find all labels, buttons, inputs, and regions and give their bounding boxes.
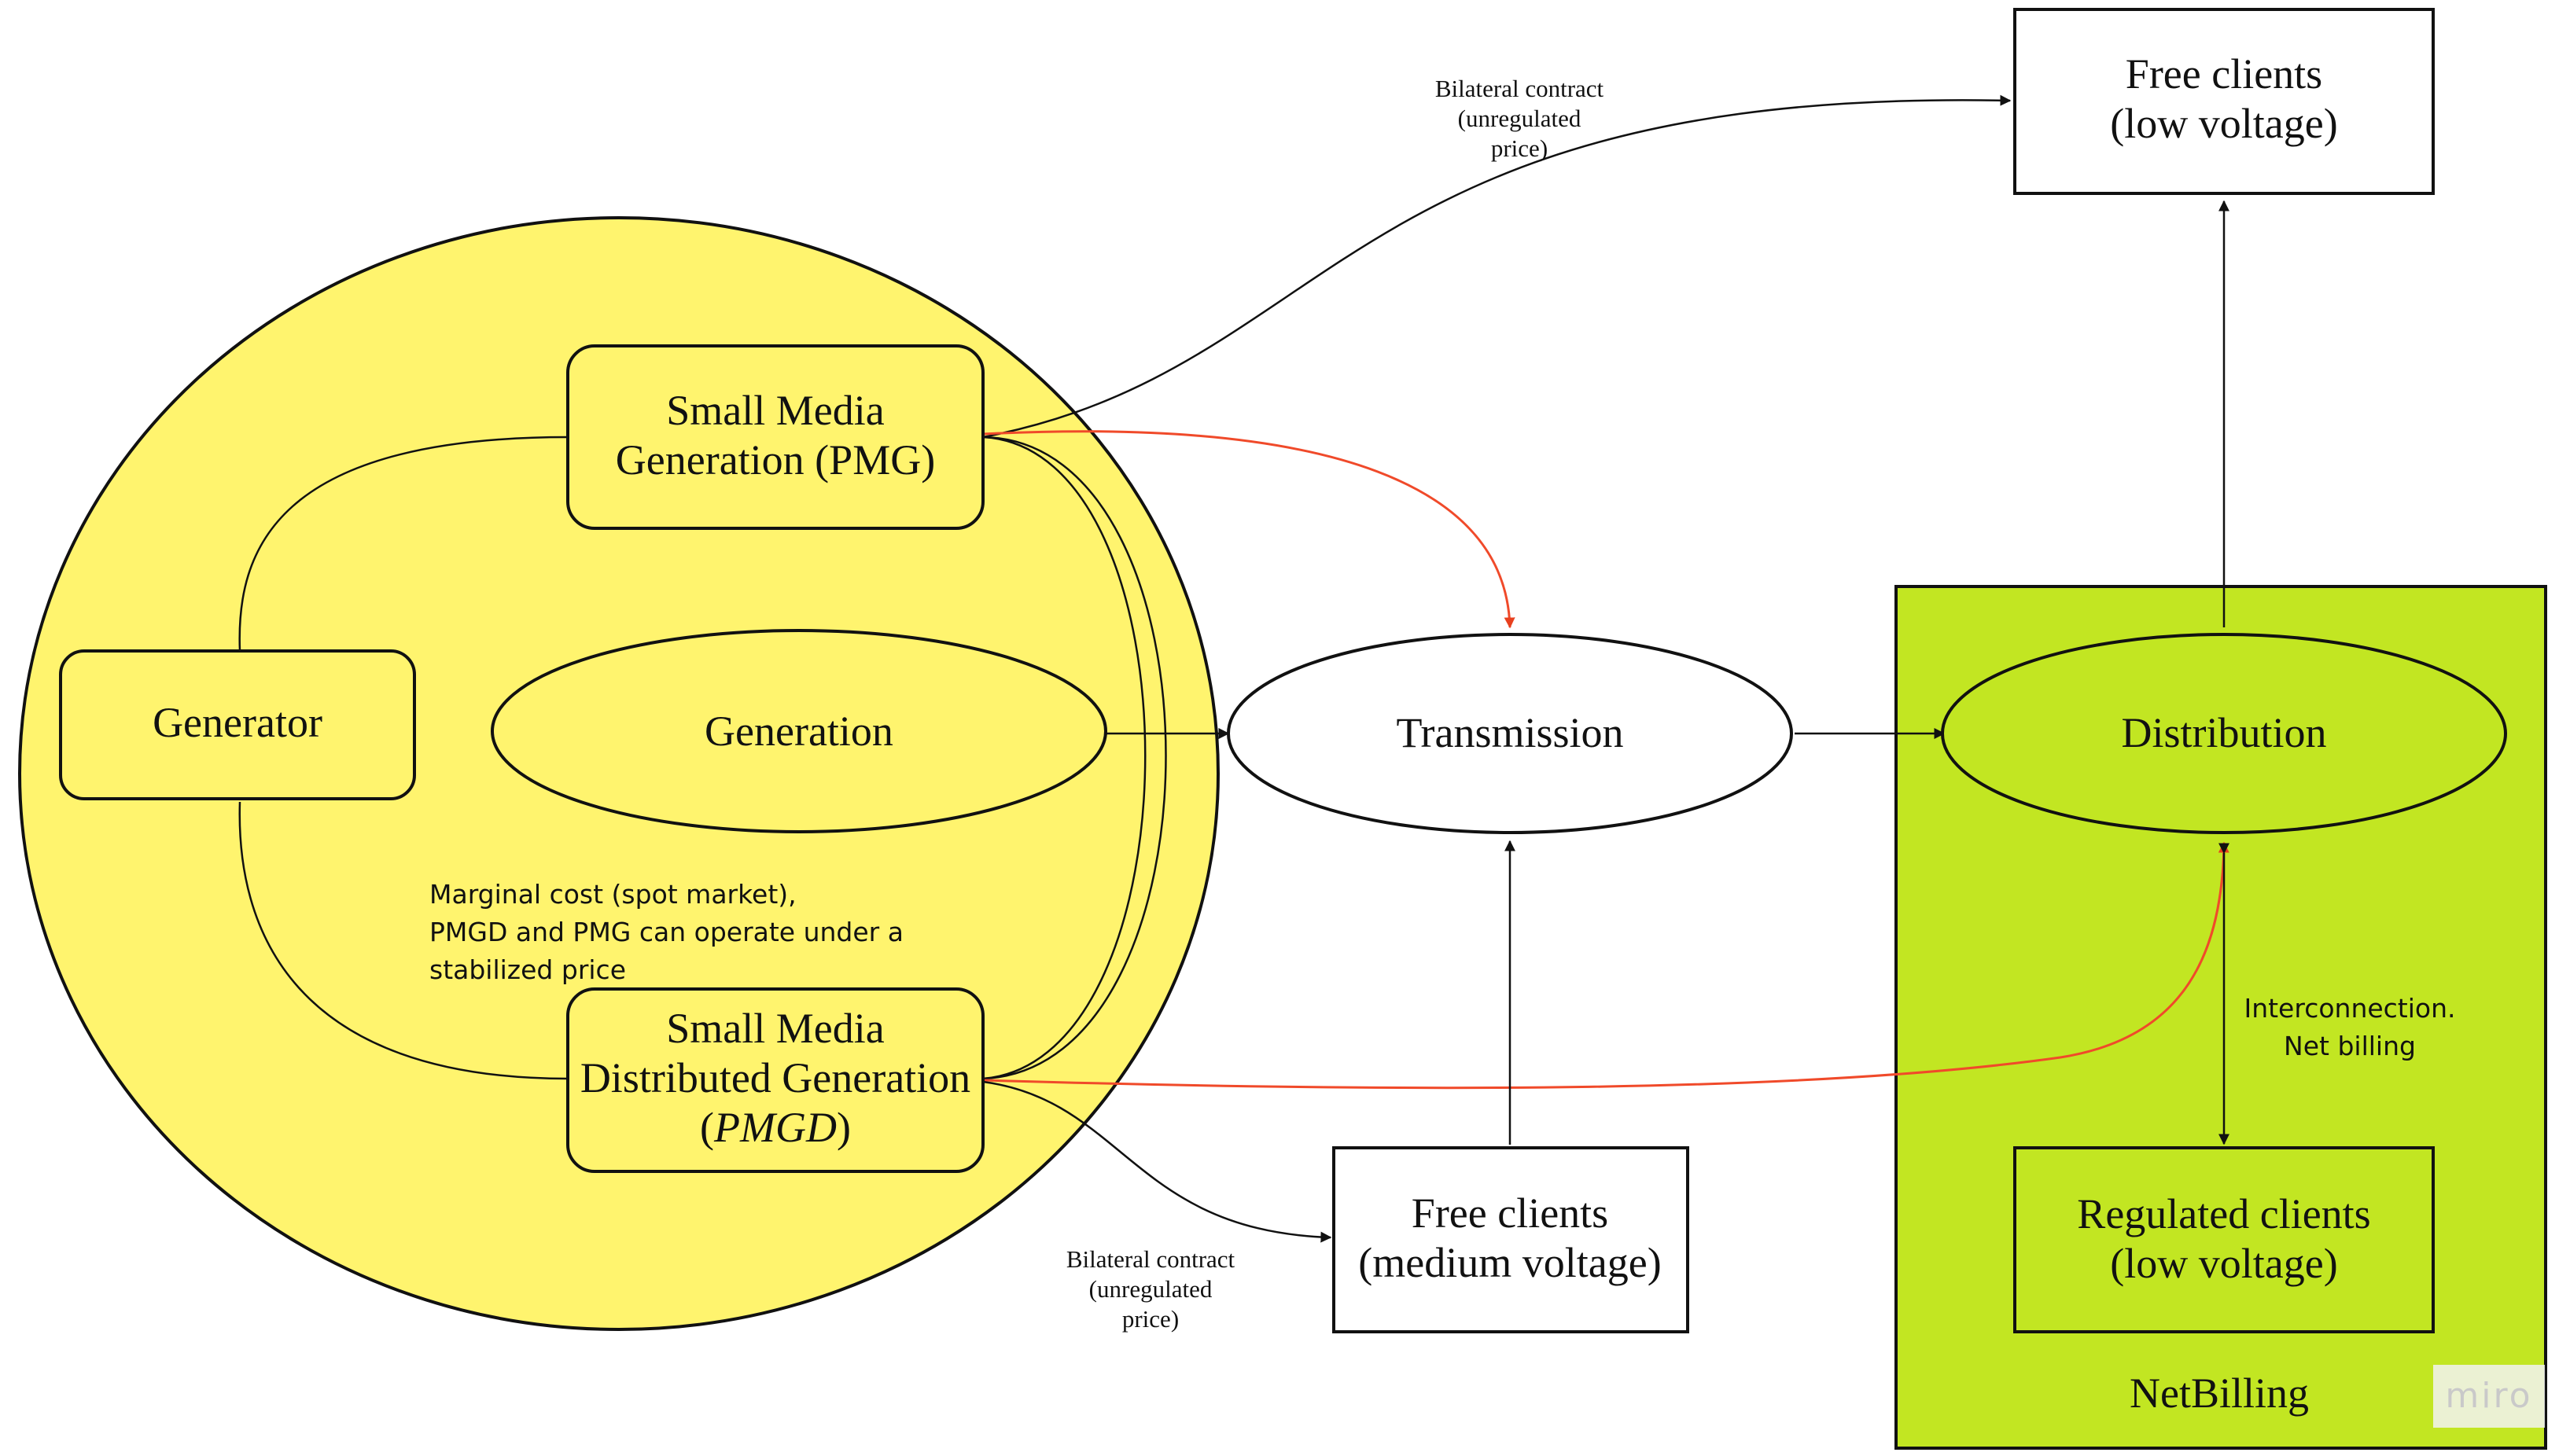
transmission-label: Transmission bbox=[1396, 709, 1623, 756]
interconnection-note-line1: Interconnection. bbox=[2244, 993, 2455, 1024]
distribution-node bbox=[1941, 633, 2507, 834]
marginal-note-line2: PMGD and PMG can operate under a bbox=[429, 917, 904, 947]
distribution-label: Distribution bbox=[2121, 709, 2326, 756]
arrow-pmgd-to-free-medium bbox=[982, 1080, 1332, 1243]
bilateral-bottom-line2: (unregulated bbox=[1089, 1275, 1213, 1303]
netbilling-label: NetBilling bbox=[2130, 1370, 2309, 1417]
generator-box bbox=[59, 649, 416, 800]
free-clients-medium-line1: Free clients bbox=[1412, 1189, 1608, 1237]
generator-pmg-connector bbox=[238, 436, 569, 652]
pmgd-label-line2: Distributed Generation bbox=[580, 1054, 970, 1101]
pmg-label-line1: Small Media bbox=[666, 387, 884, 434]
pmg-pmgd-connector-inner bbox=[982, 436, 1147, 1080]
free-clients-medium-line2: (medium voltage) bbox=[1358, 1239, 1661, 1286]
generation-label: Generation bbox=[705, 708, 893, 755]
bilateral-top-line3: price) bbox=[1491, 134, 1548, 162]
bilateral-top-line1: Bilateral contract bbox=[1435, 75, 1604, 102]
pmgd-box bbox=[566, 987, 985, 1173]
pmgd-label-line1: Small Media bbox=[666, 1005, 884, 1052]
regulated-clients-line2: (low voltage) bbox=[2110, 1240, 2337, 1287]
interconnection-note-line2: Net billing bbox=[2284, 1031, 2416, 1061]
bilateral-bottom-line3: price) bbox=[1122, 1305, 1179, 1333]
arrow-pmg-to-free-low bbox=[982, 94, 2012, 439]
pmg-pmgd-connector-outer bbox=[982, 436, 1167, 1080]
marginal-note-line3: stabilized price bbox=[429, 954, 626, 985]
arrow-pmgd-to-distribution bbox=[982, 841, 2229, 1090]
free-clients-low-box bbox=[2013, 8, 2435, 195]
transmission-node bbox=[1227, 633, 1793, 834]
arrow-pmg-to-transmission bbox=[982, 430, 1515, 629]
generator-pmgd-connector bbox=[238, 801, 569, 1080]
free-clients-low-line2: (low voltage) bbox=[2110, 100, 2337, 147]
pmg-label-line2: Generation (PMG) bbox=[616, 436, 935, 483]
generator-label: Generator bbox=[153, 699, 322, 746]
bilateral-top-line2: (unregulated bbox=[1458, 105, 1581, 132]
bilateral-bottom-line1: Bilateral contract bbox=[1066, 1245, 1235, 1273]
free-clients-low-line1: Free clients bbox=[2126, 50, 2322, 97]
free-clients-medium-box bbox=[1332, 1146, 1689, 1333]
regulated-clients-line1: Regulated clients bbox=[2077, 1190, 2370, 1237]
marginal-note-line1: Marginal cost (spot market), bbox=[429, 879, 797, 910]
regulated-clients-box bbox=[2013, 1146, 2435, 1333]
miro-watermark-box bbox=[2433, 1365, 2545, 1428]
pmg-box bbox=[566, 344, 985, 530]
pmgd-label-line3: (PMGD) bbox=[700, 1104, 851, 1151]
miro-watermark: miro bbox=[2445, 1376, 2532, 1416]
generation-node bbox=[491, 629, 1107, 833]
